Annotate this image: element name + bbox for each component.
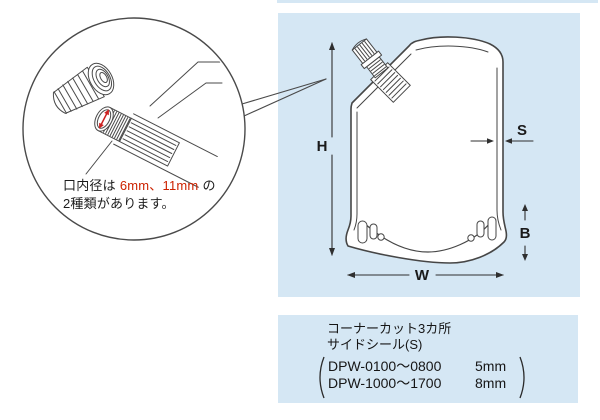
note-highlight: 6mm、11mm	[119, 178, 199, 193]
spec-value: 8mm	[475, 375, 507, 391]
pouch-corner-edges	[85, 61, 223, 175]
dimension-arrowheads	[329, 42, 528, 278]
pouch-diagram: H W S B	[317, 36, 534, 284]
spec-panel: コーナーカット3カ所 サイドシール(S) DPW-0100〜0800 5mm D…	[278, 315, 578, 403]
gusset-vents	[357, 216, 497, 244]
open-cap-drawing	[52, 62, 115, 114]
spec-model: DPW-0100〜0800	[328, 358, 442, 374]
note-suffix: の	[202, 178, 216, 193]
spout-note-line2: 2種類があります。	[63, 195, 175, 211]
spec-value: 5mm	[475, 358, 507, 374]
dimension-label-b: B	[520, 225, 531, 242]
diameter-arrow-icon	[99, 109, 109, 129]
spec-title: コーナーカット3カ所 サイドシール(S)	[327, 321, 451, 353]
spec-rows: DPW-0100〜0800 5mm DPW-1000〜1700 8mm	[328, 358, 506, 392]
spout-cap-drawing	[351, 38, 389, 79]
dimension-label-w: W	[415, 267, 430, 284]
spec-row: DPW-0100〜0800 5mm	[328, 358, 506, 375]
spec-title-line2: サイドシール(S)	[327, 337, 423, 352]
dimension-label-s: S	[517, 122, 527, 139]
spec-parentheses	[319, 356, 525, 399]
dimension-label-h: H	[317, 138, 328, 155]
spec-model: DPW-1000〜1700	[328, 375, 442, 391]
dimension-lines	[331, 42, 534, 276]
note-prefix: 口内径は	[63, 178, 116, 193]
spec-title-line1: コーナーカット3カ所	[327, 321, 452, 336]
spec-row: DPW-1000〜1700 8mm	[328, 375, 506, 392]
pouch-diagram-panel: H W S B	[278, 13, 580, 297]
top-panel-edge	[277, 0, 598, 3]
spout-drawing	[94, 106, 218, 188]
